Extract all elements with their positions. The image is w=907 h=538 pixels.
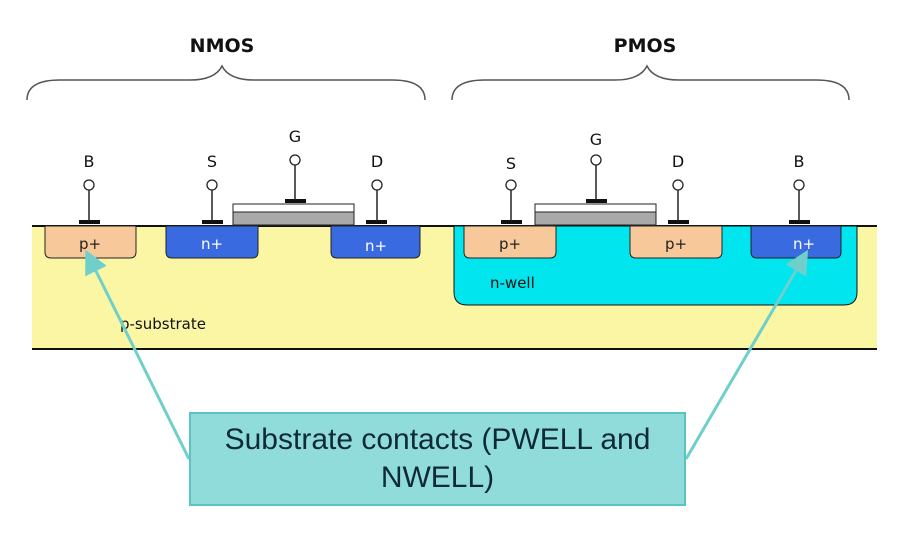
pmos-source-terminal <box>501 179 522 224</box>
nmos-bulk-label: B <box>84 152 95 171</box>
nmos-source-label-terminal: S <box>207 152 217 171</box>
nmos-bulk-terminal <box>79 179 100 224</box>
pmos-gate-label: G <box>590 130 602 149</box>
nmos-source-label: n+ <box>201 235 223 253</box>
p-substrate-label: p-substrate <box>120 315 206 333</box>
callout-arrow-right <box>684 249 809 460</box>
nmos-source-n-plus <box>165 225 259 259</box>
nmos-brace <box>26 64 426 101</box>
nmos-drain-n-plus <box>330 225 421 259</box>
callout-text: Substrate contacts (PWELL and NWELL) <box>224 423 651 494</box>
nmos-drain-terminal <box>366 179 387 224</box>
nmos-body-contact-p-plus <box>44 225 137 259</box>
pmos-body-contact-label: n+ <box>793 235 815 253</box>
pmos-bulk-terminal <box>789 179 810 224</box>
pmos-body-contact-n-plus <box>750 225 842 259</box>
n-well-label: n-well <box>490 274 535 292</box>
pmos-gate-stack <box>534 203 657 226</box>
nmos-gate-terminal <box>285 154 306 203</box>
pmos-drain-label: p+ <box>665 235 687 253</box>
nmos-drain-label-terminal: D <box>371 152 383 171</box>
nmos-drain-label: n+ <box>365 237 387 255</box>
nmos-source-terminal <box>202 179 223 224</box>
nmos-title: NMOS <box>190 35 255 57</box>
substrate-contacts-callout: Substrate contacts (PWELL and NWELL) <box>189 412 686 506</box>
pmos-source-label: p+ <box>499 235 521 253</box>
pmos-gate-terminal <box>586 154 607 203</box>
pmos-source-label-terminal: S <box>506 154 516 173</box>
pmos-drain-p-plus <box>629 225 723 259</box>
pmos-drain-label-terminal: D <box>672 152 684 171</box>
nmos-gate-stack <box>232 203 355 226</box>
callout-arrow-left <box>85 249 191 460</box>
nmos-gate-label: G <box>289 127 301 146</box>
pmos-drain-terminal <box>668 179 689 224</box>
pmos-source-p-plus <box>463 225 557 259</box>
pmos-title: PMOS <box>614 35 677 57</box>
pmos-bulk-label: B <box>794 152 805 171</box>
nmos-body-contact-label: p+ <box>79 235 101 253</box>
pmos-brace <box>451 64 850 101</box>
